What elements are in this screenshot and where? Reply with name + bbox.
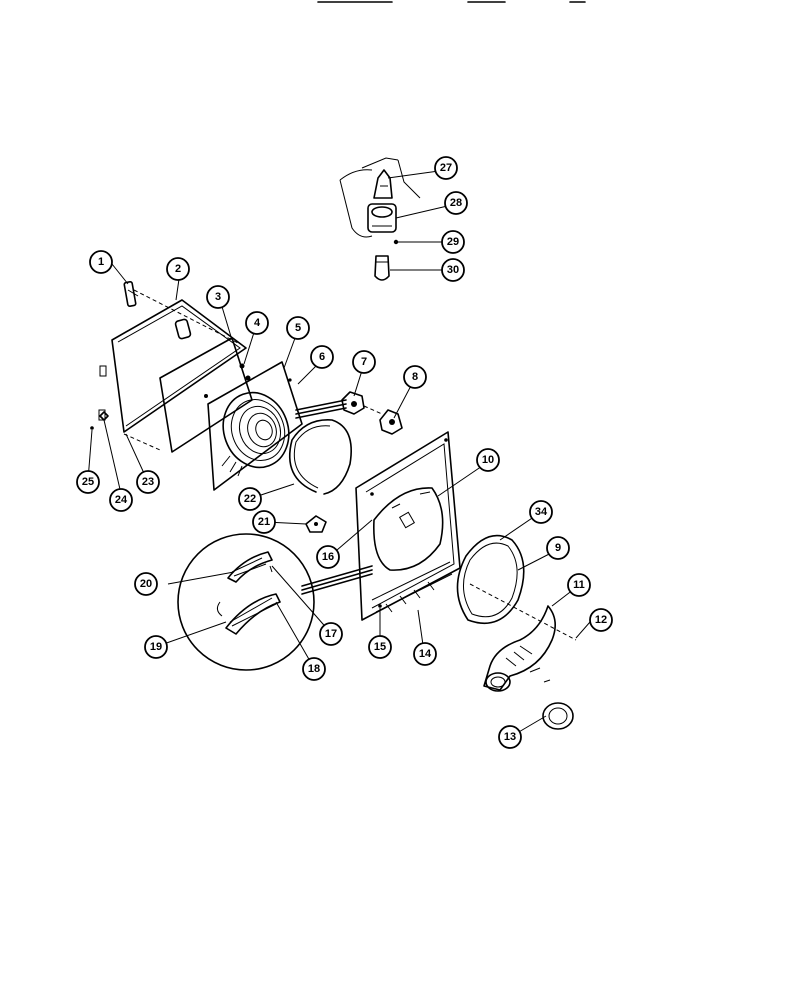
connector-bundle [295,399,347,419]
callout-29: 29 [441,230,465,254]
callout-22: 22 [238,487,262,511]
svg-text:5: 5 [295,322,301,334]
callout-30: 30 [441,258,465,282]
callout-6: 6 [310,345,334,369]
door-strike [305,515,327,533]
callout-25: 25 [76,470,100,494]
svg-text:9: 9 [555,542,561,554]
callout-12: 12 [589,608,613,632]
callout-13: 13 [498,725,522,749]
callout-7: 7 [352,350,376,374]
callout-16: 16 [316,545,340,569]
callout-34: 34 [529,500,553,524]
duct-screws [529,667,551,683]
callout-4: 4 [245,311,269,335]
svg-text:27: 27 [440,162,452,174]
svg-text:14: 14 [419,648,432,660]
lamp-assembly [339,157,421,281]
door-handle [123,281,139,307]
callout-28: 28 [444,191,468,215]
callout-14: 14 [413,642,437,666]
door-catch [379,409,403,435]
svg-text:13: 13 [504,731,516,743]
svg-text:6: 6 [319,351,325,363]
detail-magnifier [177,533,373,671]
svg-text:7: 7 [361,356,367,368]
door-outer-panel [98,299,247,433]
callout-1: 1 [89,250,113,274]
svg-text:16: 16 [322,551,334,563]
callout-17: 17 [319,622,343,646]
callout-20: 20 [134,572,158,596]
svg-text:4: 4 [254,317,261,329]
callout-19: 19 [144,635,168,659]
svg-text:15: 15 [374,641,386,653]
duct-ring [542,702,574,730]
door-liner-grille [207,361,303,491]
svg-text:1: 1 [98,256,104,268]
callout-18: 18 [302,657,326,681]
svg-text:10: 10 [482,454,494,466]
svg-text:12: 12 [595,614,607,626]
front-panel [355,431,461,621]
hinge-parts [90,411,161,451]
fastener-6 [288,378,292,382]
svg-text:25: 25 [82,476,94,488]
callout-23: 23 [136,470,160,494]
callout-27: 27 [434,156,458,180]
door-switch [341,391,365,415]
callout-8: 8 [403,365,427,389]
callout-15: 15 [368,635,392,659]
svg-text:21: 21 [258,516,270,528]
svg-text:19: 19 [150,641,162,653]
svg-text:24: 24 [115,494,128,506]
callout-5: 5 [286,316,310,340]
svg-text:18: 18 [308,663,320,675]
drum-seal-ring [456,534,525,624]
svg-text:8: 8 [412,371,418,383]
callout-9: 9 [546,536,570,560]
callout-10: 10 [476,448,500,472]
lint-duct [483,605,556,692]
svg-text:34: 34 [535,506,548,518]
callout-24: 24 [109,488,133,512]
fastener-4 [239,363,251,381]
callout-11: 11 [567,573,591,597]
svg-text:29: 29 [447,236,459,248]
callout-3: 3 [206,285,230,309]
svg-text:20: 20 [140,578,152,590]
svg-text:23: 23 [142,476,154,488]
svg-text:22: 22 [244,493,256,505]
svg-text:28: 28 [450,197,462,209]
door-gasket [288,419,352,495]
svg-text:3: 3 [215,291,221,303]
svg-text:2: 2 [175,263,181,275]
svg-text:17: 17 [325,628,337,640]
door-inner-sheet [159,337,253,453]
svg-text:11: 11 [573,579,585,591]
callout-21: 21 [252,510,276,534]
svg-text:30: 30 [447,264,459,276]
callout-2: 2 [166,257,190,281]
